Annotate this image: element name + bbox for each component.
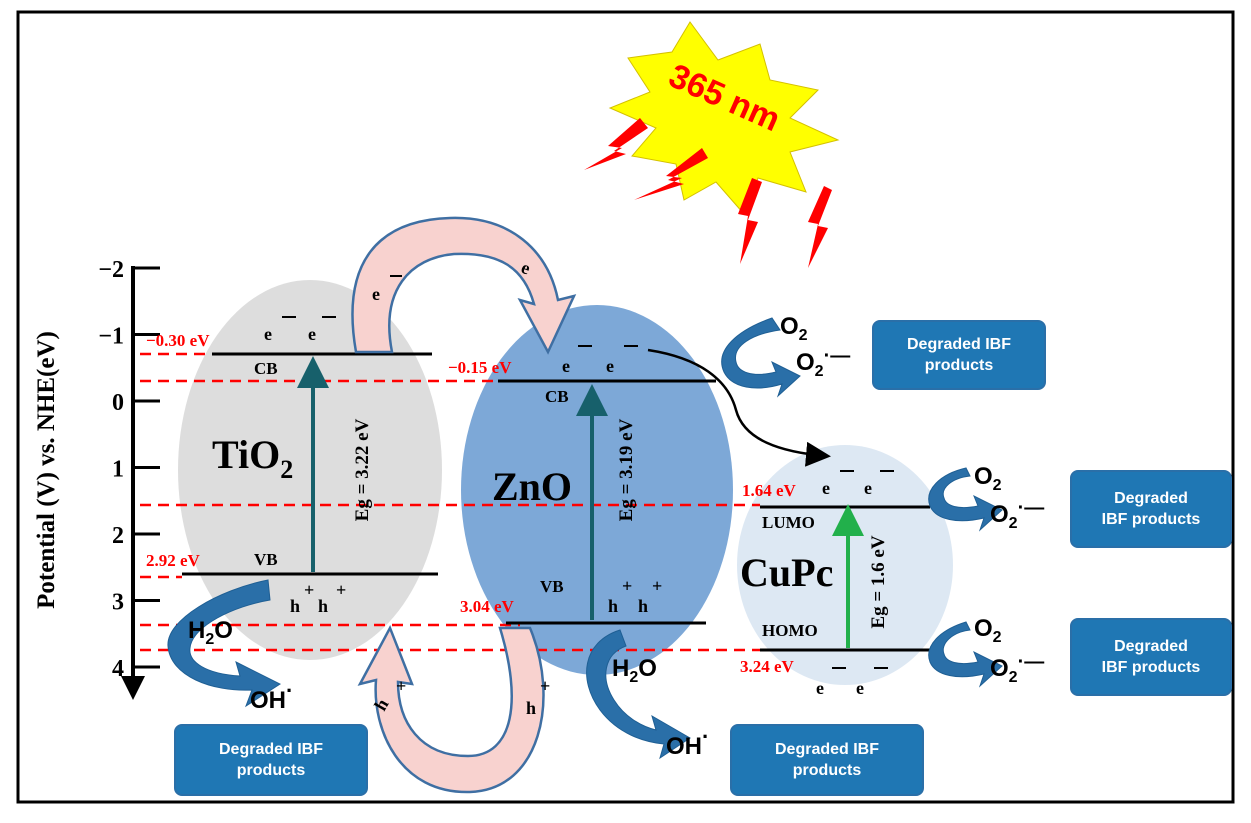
electron: e bbox=[308, 324, 316, 344]
zno-o2-reaction-arrow bbox=[721, 317, 801, 398]
lightning-bolt-icon bbox=[634, 148, 708, 200]
lightning-bolt-icon bbox=[738, 178, 762, 264]
svg-text:+: + bbox=[304, 580, 314, 600]
tio2-vb-energy: 2.92 eV bbox=[146, 551, 201, 570]
product-box-zno-h2o: Degraded IBF products bbox=[730, 724, 924, 796]
product-box-tio2: Degraded IBF products bbox=[174, 724, 368, 796]
cupc-homo-label: HOMO bbox=[762, 621, 818, 640]
zno-h2o-reaction-arrow bbox=[586, 629, 691, 760]
axis-tick-label: 2 bbox=[112, 523, 124, 549]
axis-tick-label: 3 bbox=[112, 590, 124, 616]
reaction-arrows bbox=[167, 317, 1003, 760]
cupc-lumo-o2-reaction-arrow bbox=[928, 467, 1003, 532]
axis-title: Potential (V) vs. NHE(eV) bbox=[33, 331, 60, 609]
svg-text:+: + bbox=[336, 580, 346, 600]
electron-bars bbox=[282, 275, 894, 669]
species: O2 O2·— O2 O2·— O2 O2·— H2O OH· H2O OH· bbox=[188, 313, 1044, 760]
product-box-cupc-lumo: Degraded IBF products bbox=[1070, 470, 1232, 548]
superoxide-label: O2·— bbox=[990, 651, 1044, 686]
o2-label: O2 bbox=[974, 463, 1002, 494]
svg-text:+: + bbox=[622, 576, 632, 596]
cupc-lumo-label: LUMO bbox=[762, 513, 815, 532]
zno-name: ZnO bbox=[492, 464, 572, 509]
axis-tick-label: 4 bbox=[112, 656, 124, 682]
hole: h bbox=[318, 596, 328, 616]
hole: h bbox=[526, 698, 536, 718]
tio2-name: TiO2 bbox=[212, 432, 293, 484]
axis-tick-label: −2 bbox=[98, 257, 124, 283]
svg-text:+: + bbox=[540, 676, 550, 696]
axis-tick-label: 1 bbox=[112, 457, 124, 483]
zno-ellipse bbox=[461, 305, 733, 675]
zno-gap-label: Eg = 3.19 eV bbox=[616, 418, 637, 521]
cupc-lumo-energy: 1.64 eV bbox=[742, 481, 797, 500]
tio2-vb-label: VB bbox=[254, 550, 278, 569]
axis-tick-label: −1 bbox=[98, 324, 124, 350]
superoxide-label: O2·— bbox=[796, 345, 850, 380]
cupc-name: CuPc bbox=[740, 550, 833, 595]
o2-label: O2 bbox=[974, 615, 1002, 646]
hydroxyl-label: OH· bbox=[250, 678, 293, 714]
svg-text:+: + bbox=[396, 676, 406, 696]
tio2-cb-label: CB bbox=[254, 359, 278, 378]
band-lines bbox=[182, 352, 930, 652]
lightning-bolt-icons bbox=[584, 118, 832, 268]
zno-vb-label: VB bbox=[540, 577, 564, 596]
lightning-bolt-icon bbox=[584, 118, 648, 170]
cupc-ellipse bbox=[737, 445, 953, 685]
figure-frame bbox=[16, 10, 1235, 804]
cupc-gap-label: Eg = 1.6 eV bbox=[868, 535, 889, 628]
axis-tick-label: 0 bbox=[112, 390, 124, 416]
superoxide-label: O2·— bbox=[990, 497, 1044, 532]
tio2-gap-label: Eg = 3.22 eV bbox=[352, 418, 373, 521]
zno-cb-energy: −0.15 eV bbox=[448, 358, 512, 377]
hole: h bbox=[290, 596, 300, 616]
electron: e bbox=[822, 478, 830, 498]
hole: h bbox=[608, 596, 618, 616]
axis-arrow-icon bbox=[121, 676, 145, 700]
water-label: H2O bbox=[612, 655, 657, 686]
tio2-h2o-reaction-arrow bbox=[167, 579, 282, 708]
tio2-cb-energy: −0.30 eV bbox=[146, 331, 210, 350]
hole: h bbox=[638, 596, 648, 616]
electron: e bbox=[856, 678, 864, 698]
band-labels: CB VB CB VB LUMO HOMO bbox=[254, 359, 818, 640]
electron: e bbox=[562, 356, 570, 376]
hole-transfer-arrow bbox=[357, 625, 545, 794]
product-box-zno-o2: Degraded IBF products bbox=[872, 320, 1046, 390]
y-axis: −2 −1 0 1 2 3 4 Potential (V) vs. NHE(eV) bbox=[33, 257, 160, 700]
electron: e bbox=[816, 678, 824, 698]
cb-to-lumo-arrow bbox=[647, 348, 831, 467]
cupc-homo-energy: 3.24 eV bbox=[740, 657, 795, 676]
water-label: H2O bbox=[188, 617, 233, 648]
energy-labels: −0.30 eV 2.92 eV −0.15 eV 3.04 eV 1.64 e… bbox=[146, 331, 797, 676]
hole-signs: + + + + + + bbox=[304, 576, 662, 696]
electron-transfer-arrow bbox=[351, 216, 577, 355]
tio2-ellipse bbox=[178, 280, 442, 660]
electron: e bbox=[606, 356, 614, 376]
cupc-homo-o2-reaction-arrow bbox=[928, 621, 1003, 688]
zno-vb-energy: 3.04 eV bbox=[460, 597, 515, 616]
lightning-bolt-icon bbox=[808, 186, 832, 268]
light-burst bbox=[608, 21, 840, 215]
o2-label: O2 bbox=[780, 313, 808, 344]
hydroxyl-label: OH· bbox=[666, 724, 709, 760]
zno-cb-label: CB bbox=[545, 387, 569, 406]
electron: e bbox=[372, 284, 380, 304]
electron: e bbox=[264, 324, 272, 344]
electron: e bbox=[864, 478, 872, 498]
svg-text:+: + bbox=[652, 576, 662, 596]
product-box-cupc-homo: Degraded IBF products bbox=[1070, 618, 1232, 696]
